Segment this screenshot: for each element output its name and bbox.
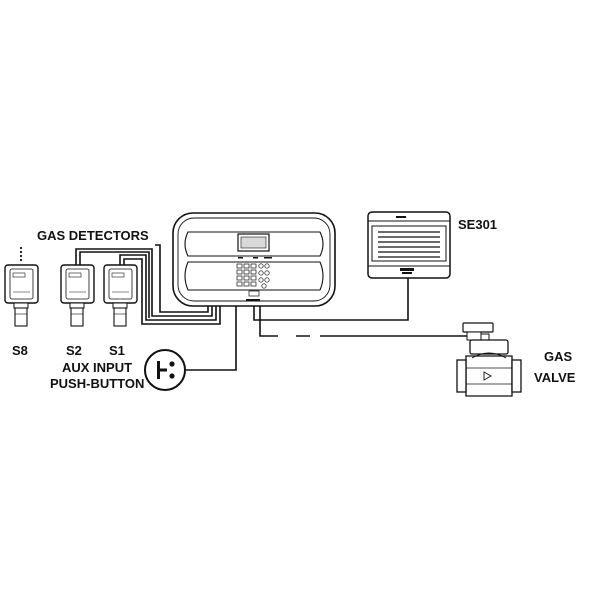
gas-detectors-label: GAS DETECTORS <box>37 228 149 243</box>
wire-s2-a <box>75 248 213 317</box>
aux-push-button <box>144 349 186 391</box>
wire-s-bus <box>155 244 209 313</box>
gas-detector-icon <box>4 264 39 327</box>
wire-s2-b <box>79 251 150 318</box>
push-button-label: PUSH-BUTTON <box>50 376 144 391</box>
detector-s8 <box>4 264 39 327</box>
se301-label: SE301 <box>458 217 497 232</box>
wire-s1-b <box>123 258 221 325</box>
se301-module <box>367 211 451 279</box>
wire-gas-valve <box>259 306 473 337</box>
wire-push-button <box>186 306 237 371</box>
wire-s1-a <box>119 254 217 321</box>
push-button-icon <box>144 349 186 391</box>
gas-valve <box>456 322 522 397</box>
wire-se301 <box>253 278 409 321</box>
detector-s2 <box>60 264 95 327</box>
wire-s8-dots <box>19 246 23 262</box>
solenoid-valve-icon <box>456 322 522 397</box>
control-panel-icon <box>172 212 336 307</box>
control-panel <box>172 212 336 307</box>
detector-s8-label: S8 <box>12 343 28 358</box>
gas-detector-icon <box>103 264 138 327</box>
gas-valve-label-line1: GAS <box>544 349 573 364</box>
keypad <box>236 263 270 289</box>
gas-valve-label-line2: VALVE <box>534 370 576 385</box>
se301-module-icon <box>367 211 451 279</box>
detector-s1 <box>103 264 138 327</box>
detector-s1-label: S1 <box>109 343 125 358</box>
gas-detector-icon <box>60 264 95 327</box>
wiring <box>75 244 409 371</box>
aux-input-label: AUX INPUT <box>62 360 132 375</box>
detector-s2-label: S2 <box>66 343 82 358</box>
